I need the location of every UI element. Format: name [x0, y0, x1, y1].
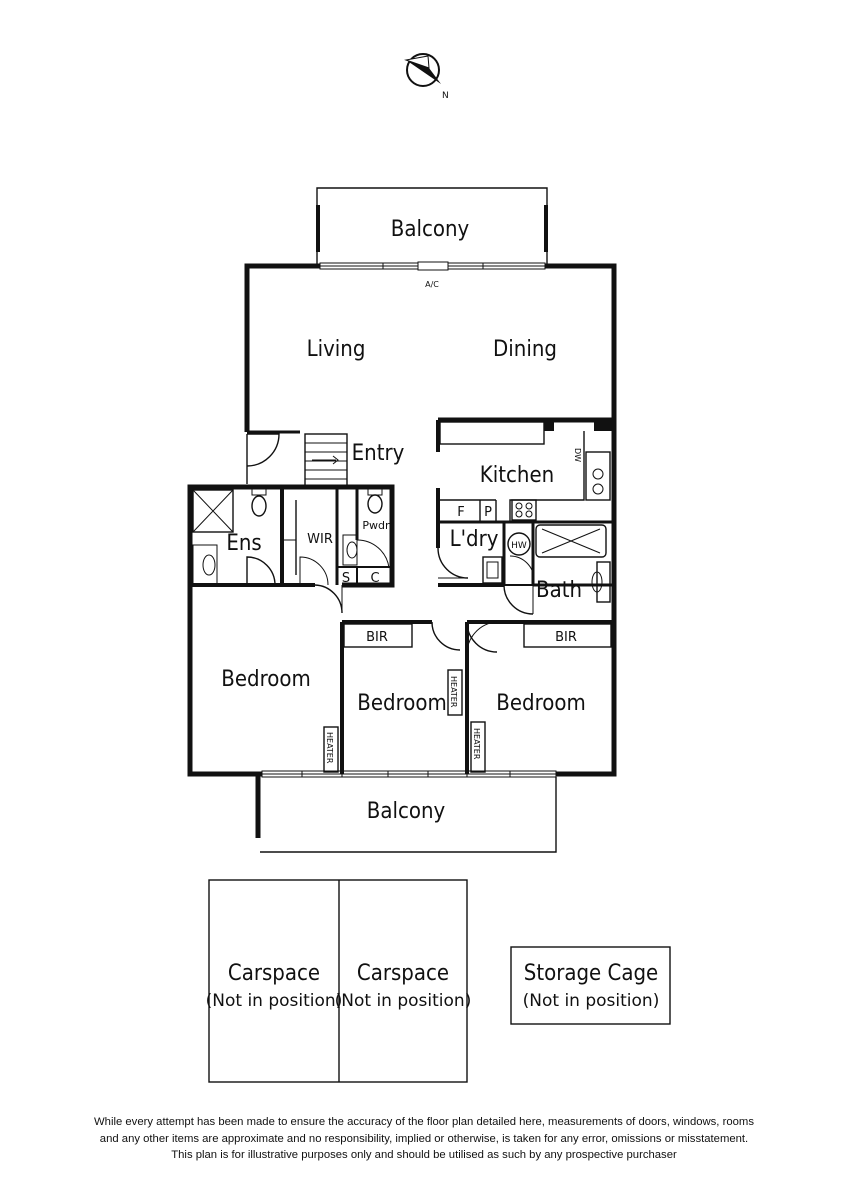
- disclaimer-line-1: While every attempt has been made to ens…: [94, 1116, 754, 1128]
- laundry-label: L'dry: [450, 527, 499, 552]
- balcony-bottom: Balcony: [260, 777, 557, 853]
- heater-right-label: HEATER: [472, 728, 481, 760]
- bedroom-left-label: Bedroom: [221, 667, 310, 692]
- heater-right-icon: [470, 721, 486, 773]
- basin-powder-icon: [346, 541, 358, 559]
- storage-note: (Not in position): [523, 991, 660, 1011]
- basin-ensuite-icon: [202, 554, 216, 576]
- kitchen-fixtures: DW F P: [439, 421, 612, 522]
- bottom-sliding-doors: [261, 770, 557, 778]
- built-in-robes: [343, 623, 612, 648]
- compass-needle-icon: [406, 60, 441, 84]
- door-swings: [246, 539, 534, 656]
- wet-area-fixtures: [192, 488, 383, 586]
- powder-label: Pwdr: [362, 519, 390, 532]
- storage-title: Storage Cage: [524, 961, 658, 986]
- room-labels: Living Dining Entry Kitchen Ens WIR Pwdr…: [221, 337, 585, 764]
- laundry-tub-icon: [482, 556, 503, 584]
- heater-left-label: HEATER: [325, 732, 334, 764]
- bir-right-label: BIR: [555, 630, 577, 645]
- carspace-2-note: (Not in position): [335, 991, 472, 1011]
- kitchen-label: Kitchen: [480, 463, 554, 488]
- laundry-bath-fixtures: HW: [482, 524, 611, 603]
- vanity-icon: [596, 561, 611, 603]
- carspace-1-title: Carspace: [228, 961, 320, 986]
- cupboard-label: C: [370, 571, 379, 586]
- cooktop-icon: [511, 499, 537, 521]
- entry-label: Entry: [352, 441, 405, 466]
- wir-label: WIR: [307, 532, 333, 547]
- dishwasher-label: DW: [573, 448, 582, 462]
- ac-unit: [417, 261, 449, 271]
- heater-left-icon: [323, 726, 339, 773]
- balcony-top: Balcony: [316, 187, 548, 266]
- ensuite-label: Ens: [226, 531, 261, 556]
- bir-left: [343, 623, 413, 648]
- ac-label: A/C: [425, 280, 439, 289]
- bathtub-icon: [535, 524, 607, 558]
- toilet-ensuite-icon: [251, 495, 267, 517]
- balcony-bottom-label: Balcony: [367, 799, 446, 824]
- living-label: Living: [307, 337, 366, 362]
- bath-label: Bath: [536, 578, 582, 603]
- outer-walls: [187, 263, 617, 838]
- balcony-top-label: Balcony: [391, 217, 470, 242]
- shelves-label: S: [342, 571, 350, 586]
- bir-right: [523, 623, 612, 648]
- compass-north-label: N: [442, 91, 449, 101]
- hot-water-icon: [507, 532, 531, 556]
- hot-water-label: HW: [511, 541, 527, 551]
- pantry-label: P: [484, 505, 492, 520]
- compass-needle-tail: [404, 55, 430, 69]
- interior-walls: [190, 417, 614, 774]
- heater-middle-label: HEATER: [449, 676, 458, 708]
- carspaces: Carspace (Not in position) Carspace (Not…: [206, 879, 472, 1083]
- disclaimer-line-3: This plan is for illustrative purposes o…: [171, 1149, 677, 1161]
- stairs: [304, 433, 348, 489]
- top-sliding-doors: A/C: [319, 261, 546, 289]
- fridge-label: F: [457, 505, 464, 520]
- storage-cage: Storage Cage (Not in position): [510, 946, 671, 1025]
- bir-left-label: BIR: [366, 630, 388, 645]
- carspace-2-title: Carspace: [357, 961, 449, 986]
- disclaimer-line-2: and any other items are approximate and …: [99, 1132, 749, 1145]
- shower-icon: [192, 489, 234, 533]
- heaters: [323, 669, 486, 773]
- disclaimer: While every attempt has been made to ens…: [40, 1114, 808, 1164]
- compass: N: [404, 53, 449, 101]
- entry-door: [246, 430, 300, 484]
- carspace-1-note: (Not in position): [206, 991, 343, 1011]
- bedroom-middle-label: Bedroom: [357, 691, 446, 716]
- bedroom-right-label: Bedroom: [496, 691, 585, 716]
- heater-middle-icon: [447, 669, 463, 716]
- toilet-powder-icon: [367, 494, 383, 514]
- dining-label: Dining: [493, 337, 557, 362]
- sink-icon: [585, 451, 611, 501]
- compass-ring: [406, 53, 440, 87]
